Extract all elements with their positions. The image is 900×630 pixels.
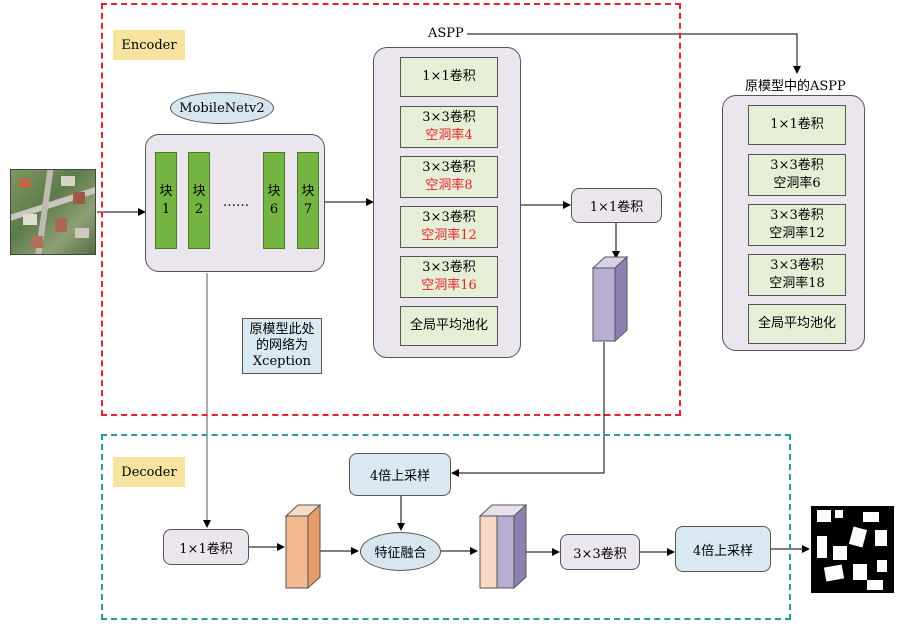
- block-7-name: 块: [301, 183, 315, 199]
- orig-aspp-item-5-text: 全局平均池化: [757, 316, 836, 331]
- block-6-num: 6: [269, 201, 279, 217]
- block-6-name: 块: [267, 183, 281, 199]
- block-7-num: 7: [303, 201, 313, 217]
- orig-aspp-item-2: 3×3卷积 空洞率6: [748, 154, 846, 196]
- aspp-item-5: 3×3卷积 空洞率16: [400, 256, 498, 298]
- decoder-upsample-4x-b: 4倍上采样: [675, 526, 771, 572]
- aspp-item-3-rate: 空洞率8: [425, 178, 473, 193]
- input-aerial-image: [10, 169, 96, 255]
- xception-note: 原模型此处 的网络为 Xception: [242, 318, 322, 374]
- block-1-name: 块: [159, 183, 173, 199]
- concatenated-feature-map: [478, 503, 528, 590]
- orig-aspp-item-4-rate: 空洞率18: [769, 276, 825, 291]
- aspp-item-3: 3×3卷积 空洞率8: [400, 156, 498, 198]
- block-2-num: 2: [194, 201, 204, 217]
- orig-aspp-item-1-text: 1×1卷积: [770, 117, 824, 132]
- aspp-item-1-text: 1×1卷积: [422, 69, 476, 84]
- block-1: 块 1: [155, 152, 177, 249]
- encoder-conv-1x1: 1×1卷积: [571, 188, 662, 223]
- aspp-item-5-rate: 空洞率16: [421, 278, 477, 293]
- aspp-item-4-op: 3×3卷积: [422, 210, 476, 225]
- aspp-item-4: 3×3卷积 空洞率12: [400, 206, 498, 248]
- aspp-item-3-op: 3×3卷积: [422, 160, 476, 175]
- orig-aspp-item-4: 3×3卷积 空洞率18: [748, 254, 846, 296]
- orig-aspp-item-2-rate: 空洞率6: [773, 176, 821, 191]
- encoder-region: [101, 3, 681, 416]
- orig-aspp-item-5: 全局平均池化: [748, 304, 846, 344]
- orig-aspp-item-3-op: 3×3卷积: [770, 208, 824, 223]
- orig-aspp-item-4-op: 3×3卷积: [770, 258, 824, 273]
- decoder-label: Decoder: [113, 457, 185, 487]
- aspp-item-2-op: 3×3卷积: [422, 110, 476, 125]
- block-2: 块 2: [188, 152, 210, 249]
- note-line-3: Xception: [252, 354, 312, 369]
- orig-aspp-item-2-op: 3×3卷积: [770, 158, 824, 173]
- note-line-1: 原模型此处: [249, 322, 315, 337]
- decoder-conv-3x3: 3×3卷积: [560, 534, 640, 570]
- orig-aspp-item-3-rate: 空洞率12: [769, 226, 825, 241]
- block-7: 块 7: [297, 152, 319, 249]
- orig-aspp-item-3: 3×3卷积 空洞率12: [748, 204, 846, 246]
- aspp-item-2-rate: 空洞率4: [425, 128, 473, 143]
- block-2-name: 块: [192, 183, 206, 199]
- aspp-item-5-op: 3×3卷积: [422, 260, 476, 275]
- low-level-feature-map: [284, 503, 322, 590]
- note-line-2: 的网络为: [255, 338, 308, 353]
- feature-fusion: 特征融合: [360, 532, 441, 571]
- encoder-feature-map: [591, 255, 629, 343]
- aspp-item-6-text: 全局平均池化: [409, 318, 488, 333]
- decoder-upsample-4x-a: 4倍上采样: [349, 453, 451, 496]
- block-ellipsis: ……: [223, 195, 249, 210]
- block-6: 块 6: [263, 152, 285, 249]
- backbone-name: MobileNetv2: [170, 92, 274, 124]
- aspp-item-1: 1×1卷积: [400, 57, 498, 97]
- orig-aspp-item-1: 1×1卷积: [748, 105, 846, 145]
- aspp-item-4-rate: 空洞率12: [421, 228, 477, 243]
- output-segmentation-mask: [811, 506, 894, 593]
- block-1-num: 1: [161, 201, 171, 217]
- aspp-title: ASPP: [428, 26, 464, 41]
- decoder-conv-1x1: 1×1卷积: [163, 529, 249, 565]
- aspp-item-2: 3×3卷积 空洞率4: [400, 106, 498, 148]
- orig-aspp-title: 原模型中的ASPP: [745, 79, 846, 94]
- decoder-region: [101, 434, 791, 620]
- aspp-item-6: 全局平均池化: [400, 306, 498, 346]
- encoder-label: Encoder: [113, 30, 185, 60]
